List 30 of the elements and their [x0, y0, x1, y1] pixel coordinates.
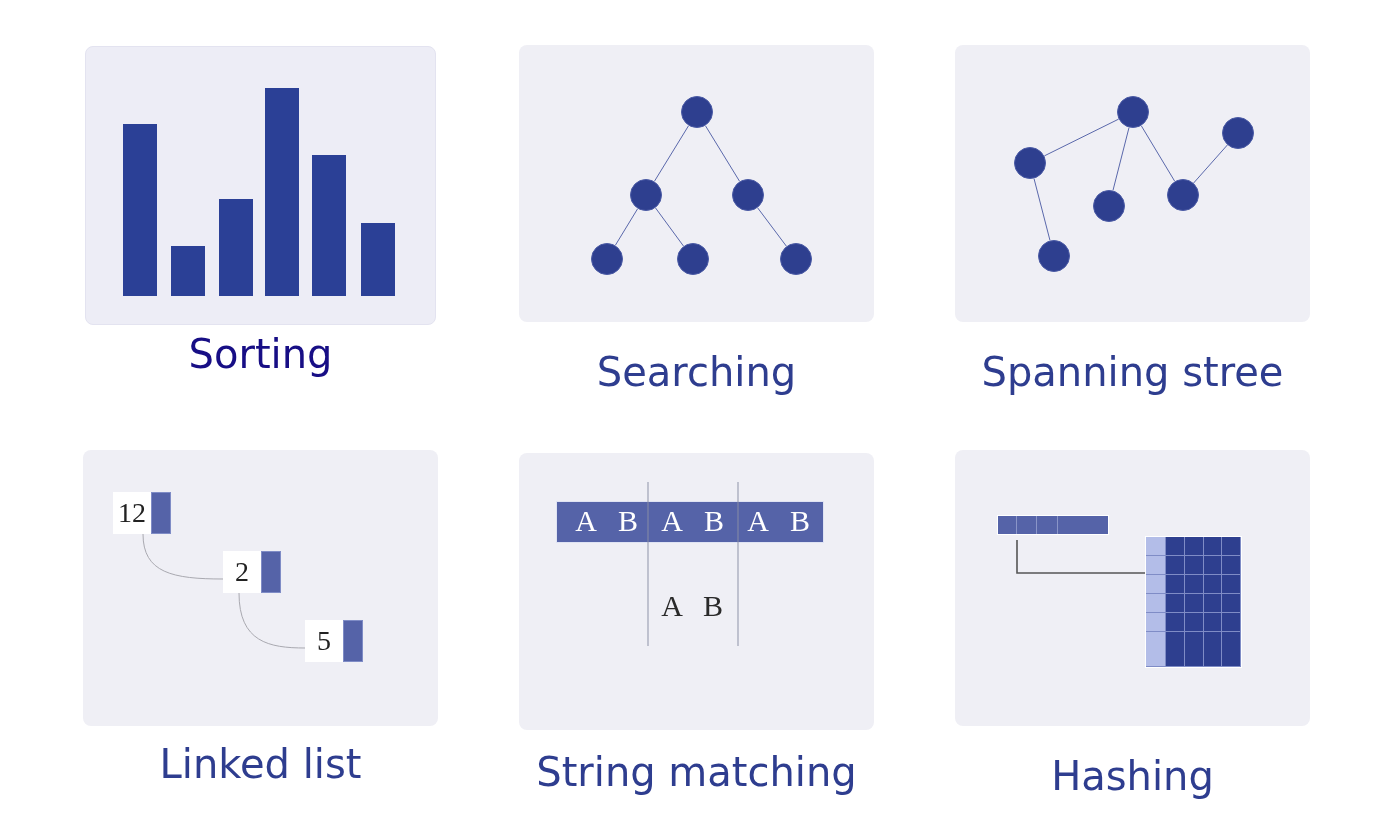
node-value: 12	[118, 496, 146, 530]
connector-line	[1033, 178, 1051, 241]
connector-line	[238, 592, 306, 649]
letter-label: B	[789, 503, 811, 539]
connector-line	[1016, 539, 1146, 574]
connector-line	[653, 125, 690, 182]
letter-label: B	[617, 503, 639, 539]
letter-label: A	[574, 503, 598, 539]
connector-line	[757, 207, 787, 247]
panel-label: Linked list	[159, 744, 362, 784]
connector-line	[1112, 127, 1130, 191]
connector-line	[1043, 118, 1120, 157]
connector-line	[704, 125, 741, 182]
connector-line	[1140, 125, 1176, 182]
hash-key-bar	[997, 515, 1109, 535]
letter-label: B	[703, 503, 725, 539]
list-node	[223, 551, 281, 593]
letter-label: A	[746, 503, 770, 539]
node-value: 5	[317, 624, 331, 658]
letter-label: A	[660, 503, 684, 539]
node-value: 2	[235, 555, 249, 589]
hash-table-grid	[1145, 536, 1242, 668]
connector-line	[614, 208, 639, 246]
connector-line	[654, 207, 685, 247]
list-node	[113, 492, 171, 534]
letter-label: A	[660, 588, 684, 624]
connector-line	[1193, 144, 1228, 184]
letter-label: B	[702, 588, 724, 624]
connector-line	[142, 533, 224, 580]
list-node	[305, 620, 363, 662]
